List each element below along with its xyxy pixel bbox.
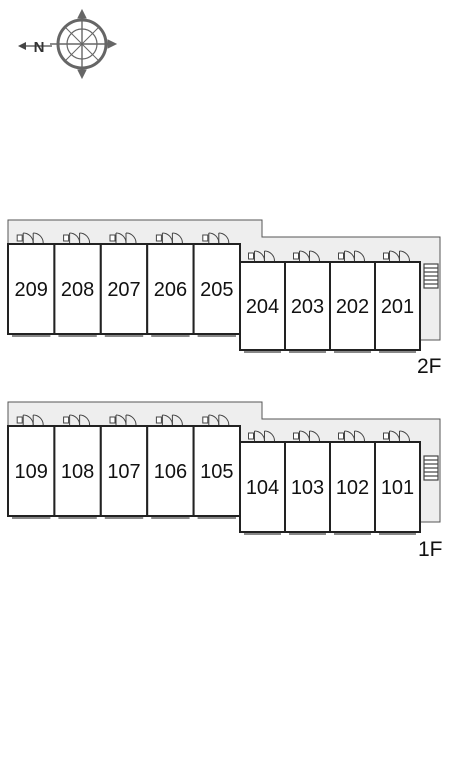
door-icon <box>383 250 410 262</box>
unit-number-label: 203 <box>291 296 324 318</box>
unit-109: 109 <box>7 414 56 519</box>
unit-number-label: 103 <box>291 477 324 499</box>
door-icon <box>248 250 275 262</box>
unit-208: 208 <box>53 232 102 337</box>
unit-number-label: 209 <box>15 279 48 301</box>
unit-107: 107 <box>99 414 149 519</box>
door-icon <box>16 232 44 244</box>
door-icon <box>63 414 91 426</box>
door-icon <box>202 414 230 426</box>
door-icon <box>338 430 365 442</box>
stairs-icon <box>423 455 439 481</box>
floor-1f: 109 108 107 106 105 104 103 102 101 1F <box>7 401 443 561</box>
unit-205: 205 <box>192 232 242 337</box>
unit-104: 104 <box>239 430 286 535</box>
unit-101: 101 <box>374 430 421 535</box>
unit-201: 201 <box>374 250 421 353</box>
unit-number-label: 208 <box>61 279 94 301</box>
stairs-icon <box>423 263 439 289</box>
unit-number-label: 106 <box>154 461 187 483</box>
unit-209: 209 <box>7 232 56 337</box>
unit-number-label: 206 <box>154 279 187 301</box>
door-icon <box>293 430 320 442</box>
unit-103: 103 <box>284 430 331 535</box>
floor-label-1f: 1F <box>418 538 443 561</box>
door-icon <box>155 414 183 426</box>
floor-2f: 209 208 207 206 205 204 203 202 201 2F <box>7 219 442 378</box>
door-icon <box>248 430 275 442</box>
unit-202: 202 <box>329 250 376 353</box>
door-icon <box>109 414 137 426</box>
compass-north-label: N <box>34 39 45 56</box>
unit-number-label: 202 <box>336 296 369 318</box>
unit-207: 207 <box>99 232 149 337</box>
unit-number-label: 108 <box>61 461 94 483</box>
unit-106: 106 <box>146 414 195 519</box>
compass-rose-icon <box>18 8 118 80</box>
unit-number-label: 109 <box>15 461 48 483</box>
unit-108: 108 <box>53 414 102 519</box>
door-icon <box>109 232 137 244</box>
door-icon <box>155 232 183 244</box>
door-icon <box>16 414 44 426</box>
unit-number-label: 205 <box>200 279 233 301</box>
door-icon <box>202 232 230 244</box>
unit-number-label: 201 <box>381 296 414 318</box>
unit-105: 105 <box>192 414 242 519</box>
unit-number-label: 104 <box>246 477 279 499</box>
unit-206: 206 <box>146 232 195 337</box>
door-icon <box>293 250 320 262</box>
unit-number-label: 102 <box>336 477 369 499</box>
unit-number-label: 107 <box>107 461 140 483</box>
compass: N <box>18 8 118 80</box>
unit-203: 203 <box>284 250 331 353</box>
unit-number-label: 204 <box>246 296 279 318</box>
unit-204: 204 <box>239 250 286 353</box>
floor-label-2f: 2F <box>417 355 442 378</box>
unit-number-label: 105 <box>200 461 233 483</box>
unit-102: 102 <box>329 430 376 535</box>
unit-number-label: 207 <box>107 279 140 301</box>
door-icon <box>63 232 91 244</box>
door-icon <box>338 250 365 262</box>
door-icon <box>383 430 410 442</box>
unit-number-label: 101 <box>381 477 414 499</box>
